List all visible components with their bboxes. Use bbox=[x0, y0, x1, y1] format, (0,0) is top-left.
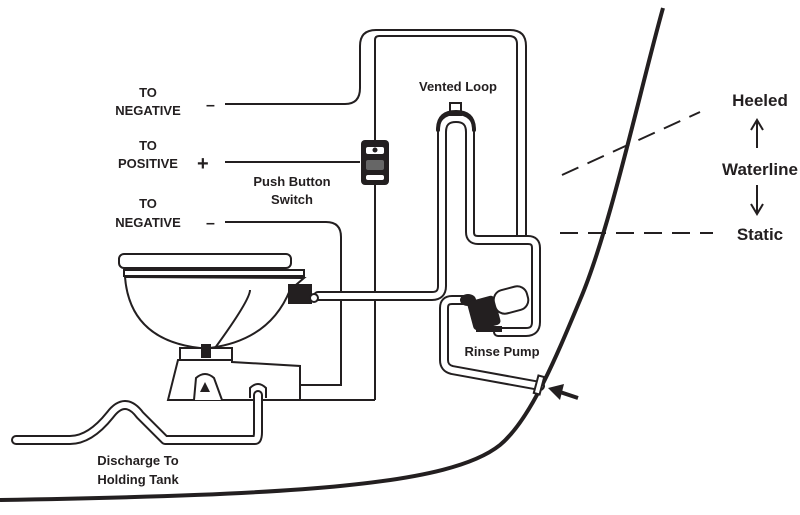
positive-sign: + bbox=[197, 153, 209, 175]
vented-loop-valve bbox=[449, 102, 462, 116]
push-button-switch[interactable] bbox=[361, 140, 389, 185]
toilet bbox=[118, 253, 319, 401]
through-hull-fitting bbox=[532, 374, 546, 396]
label-to-positive-line1: TO bbox=[139, 138, 157, 153]
rinse-pump bbox=[460, 285, 530, 332]
down-arrow-icon bbox=[750, 185, 764, 216]
label-to-negative-top-line2: NEGATIVE bbox=[115, 103, 181, 118]
rinse-hose-inner bbox=[315, 115, 539, 335]
negative-sign-top: – bbox=[206, 97, 215, 114]
label-to-positive-line2: POSITIVE bbox=[118, 156, 178, 171]
label-waterline: Waterline bbox=[722, 160, 798, 179]
label-to-negative-bottom-line1: TO bbox=[139, 196, 157, 211]
wire-negative-top bbox=[225, 29, 527, 235]
label-discharge-line2: Holding Tank bbox=[97, 472, 179, 487]
label-discharge-line1: Discharge To bbox=[97, 453, 178, 468]
label-heeled: Heeled bbox=[732, 91, 788, 110]
label-to-negative-bottom-line2: NEGATIVE bbox=[115, 215, 181, 230]
label-to-negative-top-line1: TO bbox=[139, 85, 157, 100]
label-vented-loop: Vented Loop bbox=[419, 79, 497, 94]
label-push-button-line2: Switch bbox=[271, 192, 313, 207]
up-arrow-icon bbox=[750, 118, 764, 148]
label-static: Static bbox=[737, 225, 783, 244]
wire-switch-to-pump bbox=[374, 35, 518, 235]
intake-arrow-icon bbox=[548, 384, 579, 400]
hull-outline bbox=[0, 7, 665, 502]
intake-hose-inner bbox=[441, 297, 543, 389]
negative-sign-bottom: – bbox=[206, 215, 215, 232]
label-rinse-pump: Rinse Pump bbox=[464, 344, 539, 359]
wire-negative-bottom bbox=[225, 221, 342, 386]
discharge-hose-inner bbox=[13, 392, 261, 443]
waterline-heeled bbox=[561, 111, 701, 176]
label-push-button-line1: Push Button bbox=[253, 174, 330, 189]
discharge-hose-outer bbox=[11, 390, 263, 445]
vented-loop-cap bbox=[436, 110, 476, 132]
